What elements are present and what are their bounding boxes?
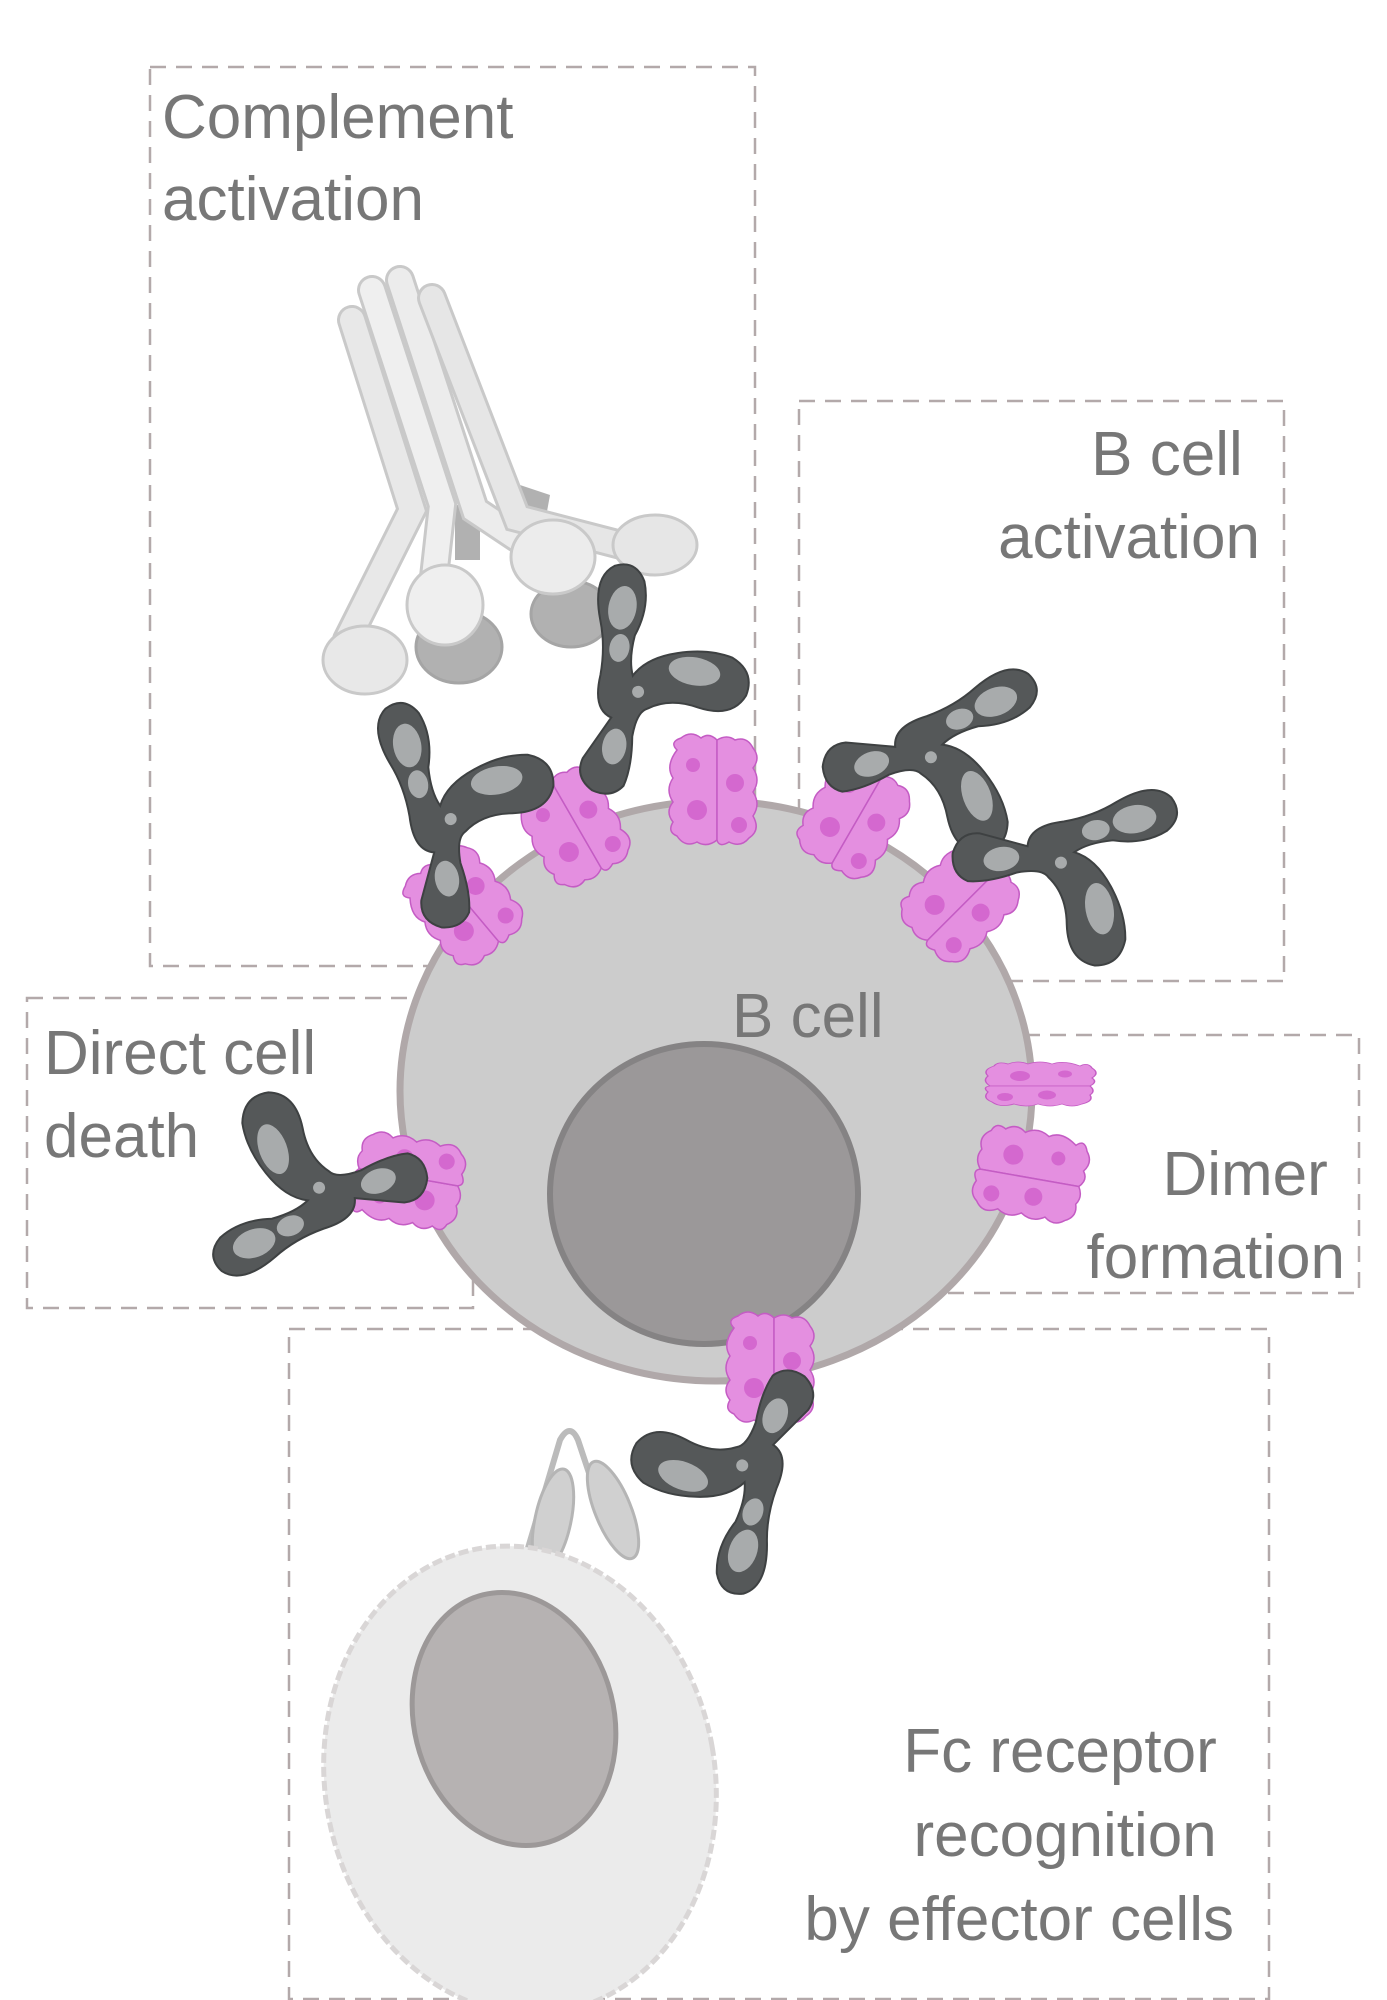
fc-receptor-icon <box>509 1428 641 1603</box>
cd20-icon <box>668 733 758 846</box>
nucleus <box>547 1041 861 1347</box>
cd20-monomer-icon <box>984 1061 1097 1107</box>
label-complement: Complement activation <box>162 83 531 234</box>
panel-box-dimer <box>918 1033 1361 1295</box>
panel-box-fc-receptor <box>287 1327 1271 2000</box>
label-bcell-activation: B cell activation <box>998 420 1260 572</box>
complement-c1q-icon <box>321 265 699 696</box>
label-direct-death: Direct cell death <box>44 1019 333 1171</box>
label-fc-receptor: Fc receptor recognition by effector cell… <box>804 1717 1234 1954</box>
label-b-cell: B cell <box>732 982 884 1051</box>
panel-box-bcell-activation <box>797 399 1286 983</box>
effector-cell <box>321 1543 719 2000</box>
label-dimer: Dimer formation <box>1087 1140 1345 1292</box>
b-cell <box>396 797 1036 1385</box>
